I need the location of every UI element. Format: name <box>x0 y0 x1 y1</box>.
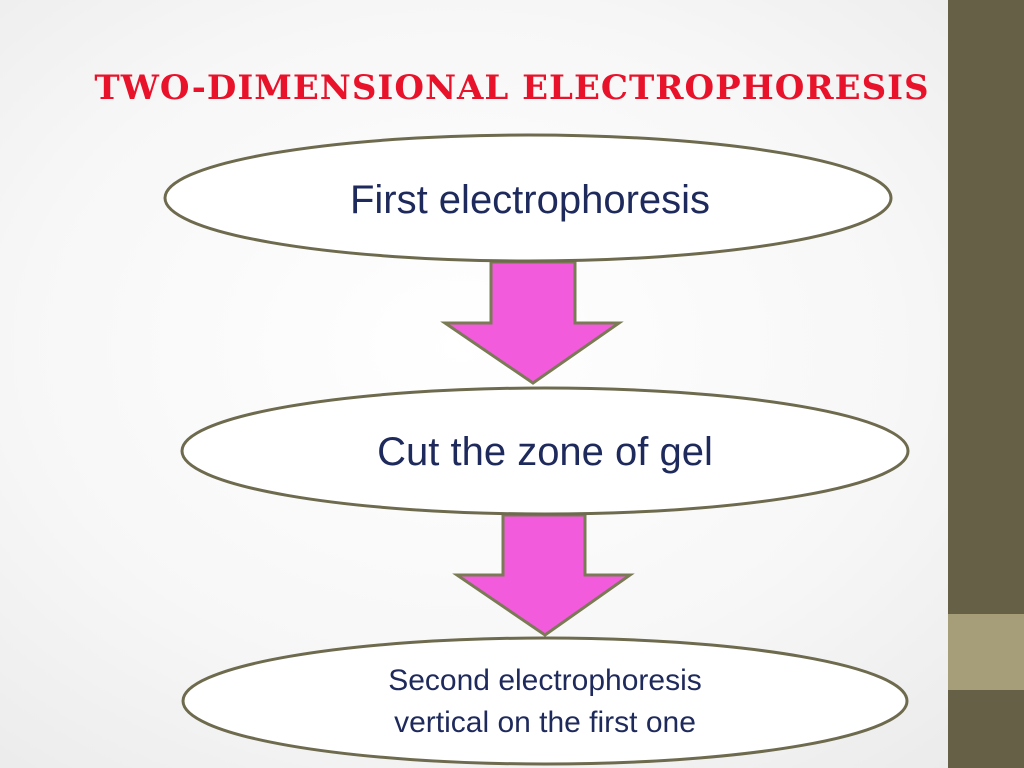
step-text-3-line-1: Second electrophoresis <box>388 664 702 697</box>
step-node-1 <box>163 133 893 263</box>
slide-title: TWO-DIMENSIONAL ELECTROPHORESIS <box>94 68 930 108</box>
step-node-2 <box>180 386 910 516</box>
down-arrow-2 <box>452 513 635 637</box>
side-decoration-bar <box>948 0 1024 768</box>
step-label-1: First electrophoresis <box>230 160 830 240</box>
down-arrow-1 <box>440 260 624 385</box>
step-text-3-line-2: vertical on the first one <box>394 706 696 739</box>
step-label-3: Second electrophoresis vertical on the f… <box>250 652 840 752</box>
step-node-3 <box>181 636 909 766</box>
step-text-2: Cut the zone of gel <box>377 429 713 474</box>
side-bar-light-block <box>948 614 1024 690</box>
step-text-1: First electrophoresis <box>349 177 711 222</box>
step-label-2: Cut the zone of gel <box>250 412 840 492</box>
